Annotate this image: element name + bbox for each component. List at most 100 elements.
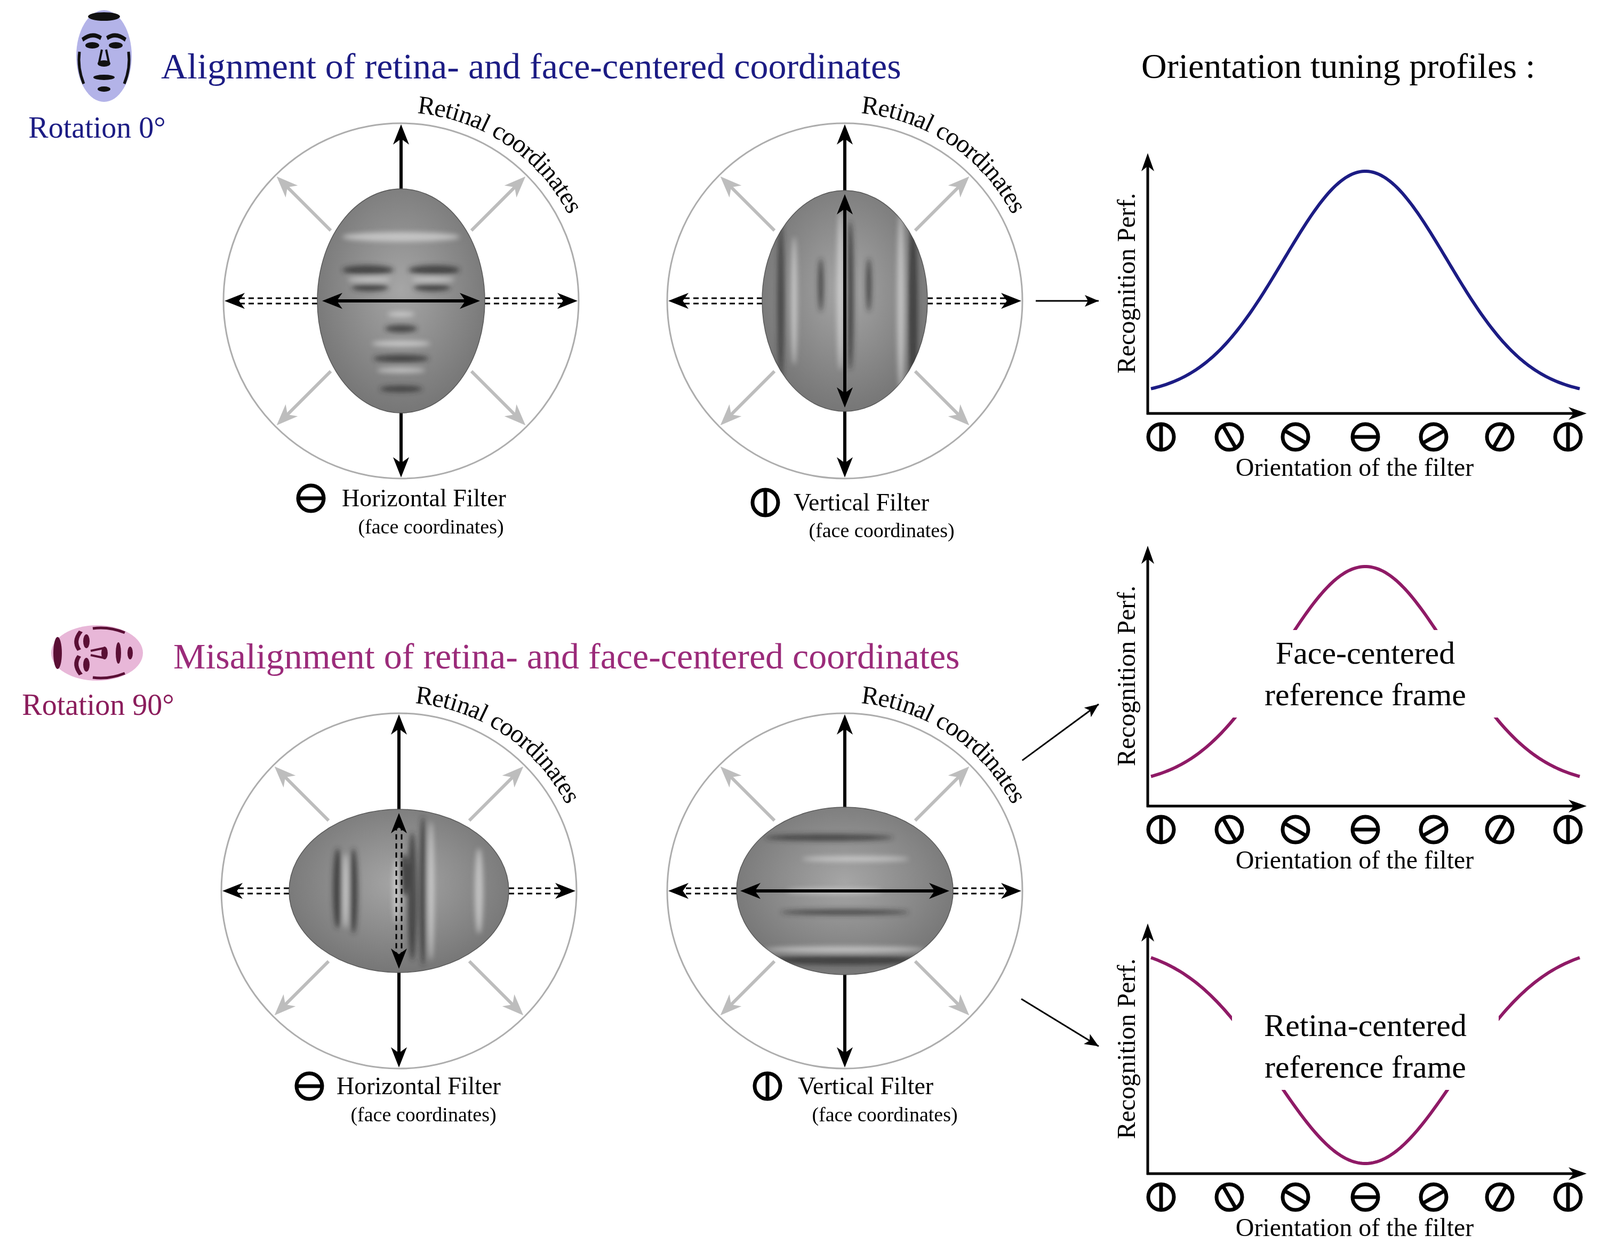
axis-line [729,961,775,1007]
arrow-head [276,176,299,198]
x-axis-title: Orientation of the filter [1235,1213,1475,1242]
dashed-axis-line [680,887,737,890]
filter-orientation-icon [1216,424,1243,450]
axis-line [915,371,961,417]
icon-bar [1566,816,1571,843]
filter-orientation-icon [1352,424,1379,450]
arrow-head [322,292,343,309]
filter-orientation-icon [1352,816,1379,843]
axis-line [915,185,961,231]
face-features [342,232,460,392]
icon-ring [298,485,324,511]
icon-ring [1282,1184,1309,1210]
arrow-head [274,994,296,1016]
axis-line [915,961,961,1007]
arrow-head [390,1046,407,1068]
axis-line [729,185,775,231]
tuning-curve [1150,957,1580,1164]
axis-line [471,371,517,417]
icon-ring [1420,816,1447,843]
filter-orientation-icon [1282,424,1309,450]
face-feature [818,258,824,312]
dashed-axis-line [680,302,763,305]
x-axis-title: Orientation of the filter [1235,453,1475,482]
icon-ring [1282,424,1309,450]
arrow-head [720,176,742,198]
face-features-blurred [342,232,460,392]
arrow-head [224,292,245,309]
dashed-axis-line [484,297,566,300]
icon-bar [1422,822,1445,836]
axis-line [843,206,847,396]
face-feature [790,236,798,365]
arrow-head [459,292,480,309]
retina-circle-figure [667,713,1023,1099]
icon-ring [752,489,779,516]
filter-orientation-icon [1555,424,1581,450]
arrow-head [502,994,524,1016]
face-feature [474,848,484,934]
face-feature [411,276,455,283]
axis-line [471,185,517,231]
face-feature [764,955,925,965]
tuning-curve [1150,566,1580,776]
icon-ring [1352,816,1379,843]
face-feature [836,210,845,371]
filter-orientation-icon [1486,816,1513,843]
face-features [332,816,484,966]
filter-label: Vertical Filter [797,1072,934,1100]
tuning-chart-axes [1141,923,1587,1210]
arrow-head [1001,882,1022,899]
filter-orientation-icon [1420,1184,1447,1210]
face-thumbnail-feature [83,657,90,672]
icon-ring [1555,816,1581,843]
tuning-profile-chart: Retina-centered reference frameRecogniti… [1098,912,1598,1247]
face-thumbnail-nose [90,648,104,658]
filter-orientation-icon [298,485,324,511]
face-feature [342,265,394,275]
icon-bar [1493,425,1507,448]
retina-circle-outline [221,713,577,1069]
icon-ring [1352,1184,1379,1210]
face-image [762,190,928,412]
reference-frame-annotation: Face-centered reference frame [1232,629,1499,718]
face-feature [846,220,854,371]
icon-bar [1284,822,1307,836]
retina-coordinate-circle: Retinal coordinatesVertical Filter(face … [667,123,1023,479]
arrow-head [393,124,410,145]
face-feature [371,340,431,347]
retina-coordinate-circle: Retinal coordinatesHorizontal Filter(fac… [221,713,577,1069]
retina-circle-figure [221,713,577,1099]
face-feature [897,210,905,392]
icon-bar [298,496,324,501]
filter-orientation-icon [1486,1184,1513,1210]
filter-sublabel: (face coordinates) [350,1103,496,1126]
face-thumbnail-brow [106,33,127,42]
dashed-axis-line [395,825,398,957]
icon-ring [1282,816,1309,843]
filter-orientation-icon [1216,816,1243,843]
face-features-blurred [332,816,484,966]
axis-line [752,889,938,893]
icon-ring [1555,424,1581,450]
face-feature [777,220,784,381]
arrow-head [720,766,742,788]
filter-orientation-icon [1420,816,1447,843]
dashed-axis-line [234,892,290,895]
filter-label: Horizontal Filter [341,484,507,512]
dashed-axis-line [927,297,1010,300]
tuning-profile-chart: Recognition Perf.Orientation of the filt… [1098,144,1598,480]
axis-line [1146,804,1576,808]
section-heading: Alignment of retina- and face-centered c… [161,46,902,87]
icon-ring [1486,1184,1513,1210]
face-thumbnail-feature [53,636,62,669]
arrow-head [502,766,524,788]
icon-ring [1148,816,1174,843]
filter-orientation-icon [296,1073,323,1099]
axis-line [729,775,775,821]
icon-bar [1284,430,1307,444]
icon-bar [1352,435,1379,439]
face-feature [419,816,427,966]
tuning-chart-axes [1141,545,1587,843]
rotation-label: Rotation 0° [28,111,166,145]
